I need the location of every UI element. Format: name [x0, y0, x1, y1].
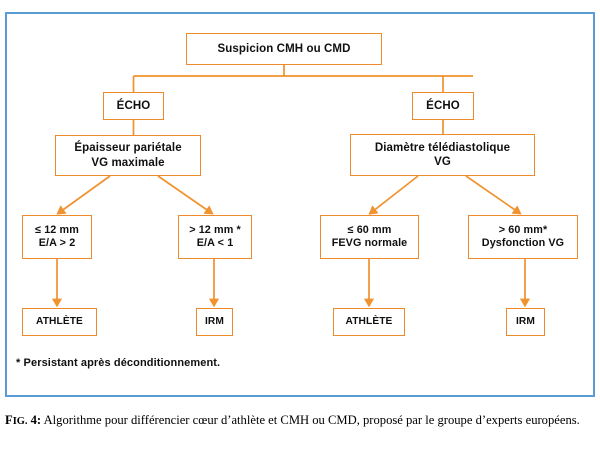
- node-label-line1: > 60 mm*: [498, 223, 548, 236]
- node-diametre-telediastolique[interactable]: Diamètre télédiastolique VG: [350, 134, 535, 176]
- node-criteria-gt12mm[interactable]: > 12 mm * E/A < 1: [178, 215, 252, 259]
- node-epaisseur-parietale[interactable]: Épaisseur pariétale VG maximale: [55, 135, 201, 176]
- figure-caption-label: FIG. 4:: [5, 413, 41, 427]
- node-label-line2: FEVG normale: [331, 237, 408, 249]
- figure-caption: FIG. 4: Algorithme pour différencier cœu…: [5, 412, 593, 429]
- figure-caption-label-number: 4: [27, 413, 37, 427]
- node-label-line1: ≤ 12 mm: [35, 223, 79, 236]
- node-outcome-irm-left[interactable]: IRM: [196, 308, 233, 336]
- node-label-line2: VG: [434, 156, 451, 168]
- node-echo-left[interactable]: ÉCHO: [103, 92, 164, 120]
- node-label: Suspicion CMH ou CMD: [217, 42, 351, 55]
- figure-footnote: * Persistant après déconditionnement.: [16, 357, 221, 369]
- node-label: ATHLÈTE: [345, 315, 393, 327]
- node-label-line1: > 12 mm *: [189, 223, 241, 236]
- figure-caption-text: Algorithme pour différencier cœur d’athl…: [43, 413, 580, 427]
- figure-caption-label-prefix: F: [5, 413, 13, 427]
- node-label-line2: E/A > 2: [38, 237, 76, 249]
- node-label-line2: VG maximale: [91, 156, 165, 169]
- node-label: ATHLÈTE: [36, 315, 83, 327]
- node-echo-right[interactable]: ÉCHO: [412, 92, 474, 120]
- connector-layer: [51, 65, 531, 308]
- node-outcome-athlete-right[interactable]: ATHLÈTE: [333, 308, 405, 336]
- node-label: ÉCHO: [116, 99, 151, 112]
- node-label: ÉCHO: [426, 99, 460, 112]
- figure-caption-label-colon: :: [36, 413, 42, 427]
- node-outcome-irm-right[interactable]: IRM: [506, 308, 545, 336]
- node-label-line1: Diamètre télédiastolique: [374, 141, 511, 154]
- node-label-line1: ≤ 60 mm: [347, 223, 392, 236]
- node-label-line1: Épaisseur pariétale: [74, 142, 182, 155]
- node-criteria-le60mm[interactable]: ≤ 60 mm FEVG normale: [320, 215, 419, 259]
- node-outcome-athlete-left[interactable]: ATHLÈTE: [22, 308, 97, 336]
- node-label: IRM: [205, 315, 224, 327]
- figure-caption-label-smallcaps: IG.: [12, 416, 28, 427]
- node-label-line2: E/A < 1: [196, 237, 234, 249]
- node-criteria-le12mm[interactable]: ≤ 12 mm E/A > 2: [22, 215, 92, 259]
- node-label: IRM: [516, 315, 535, 327]
- node-criteria-gt60mm[interactable]: > 60 mm* Dysfonction VG: [468, 215, 578, 259]
- node-suspicion[interactable]: Suspicion CMH ou CMD: [186, 33, 382, 65]
- node-label-line2: Dysfonction VG: [481, 237, 565, 249]
